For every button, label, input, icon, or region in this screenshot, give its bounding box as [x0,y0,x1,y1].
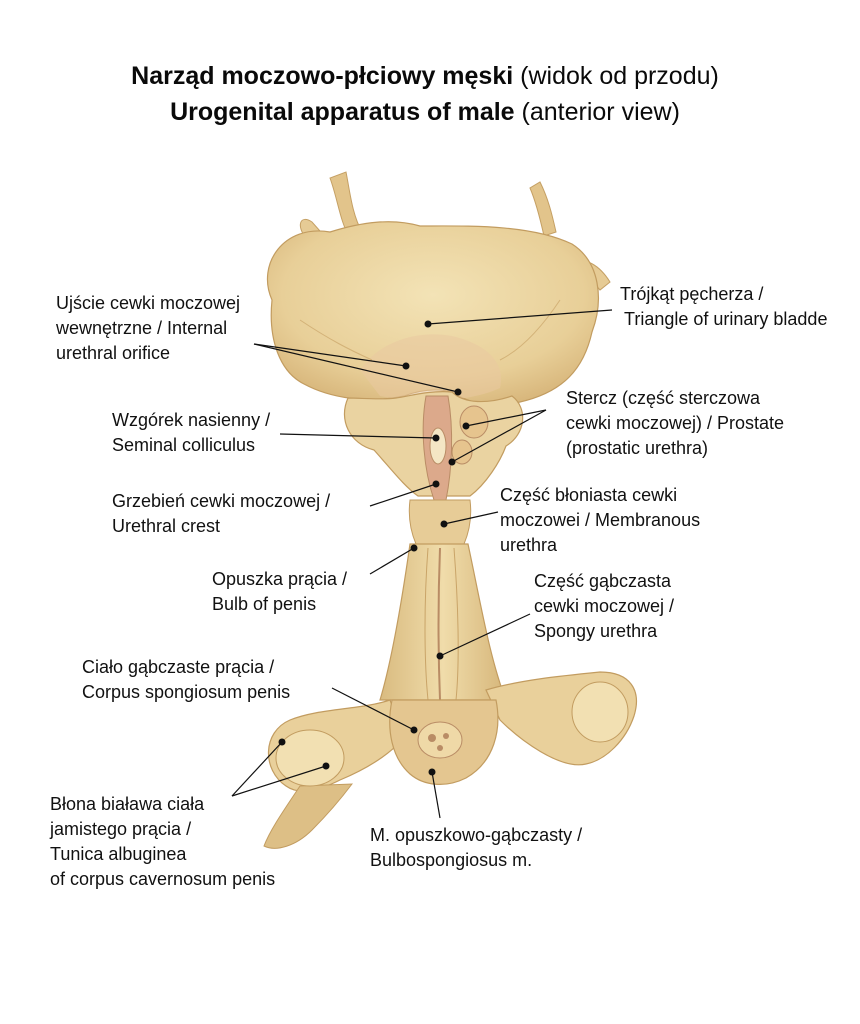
left-crus-cut [275,729,345,787]
label-urethral-crest: Grzebień cewki moczowej /Urethral crest [112,491,331,536]
leader-dots [278,320,470,776]
label-bulbospongiosus: M. opuszkowo-gąbczasty /Bulbospongiosus … [370,825,583,870]
bladder-trigone-shade [360,334,502,401]
right-crus-cut [571,681,629,743]
urinary-bladder [266,221,599,406]
penile-shaft [379,543,507,701]
leader-lines [231,309,613,819]
seminal-colliculus-shape [429,427,447,465]
label-seminal-colliculus: Wzgórek nasienny /Seminal colliculus [112,410,271,455]
title-line-2: Urogenital apparatus of male (anterior v… [170,98,680,126]
right-ureter [529,181,557,237]
spongy-urethra-line [437,547,441,701]
title-line-1: Narząd moczowo-płciowy męski (widok od p… [131,62,719,90]
label-corpus-spongiosum: Ciało gąbczaste prącia /Corpus spongiosu… [82,657,291,702]
membranous-urethra-shape [408,499,472,545]
left-crus-tail [263,783,354,849]
label-trigone: Trójkąt pęcherza /Triangle of urinary bl… [620,284,828,329]
label-bulb-of-penis: Opuszka prącia /Bulb of penis [212,569,348,614]
